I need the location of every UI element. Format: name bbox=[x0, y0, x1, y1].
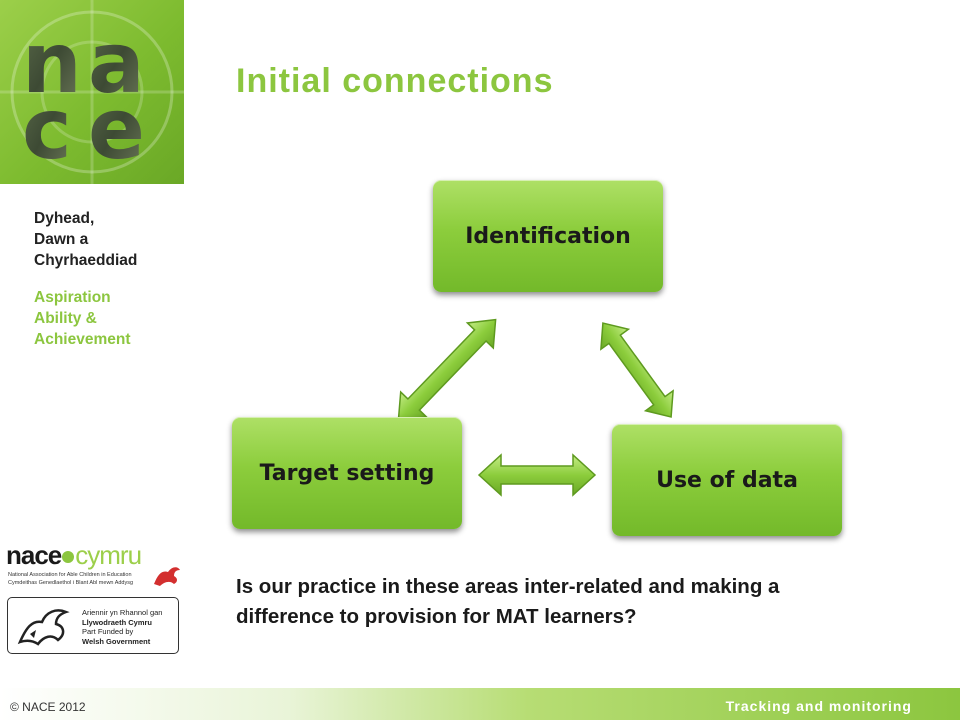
slide-title: Initial connections bbox=[236, 62, 554, 100]
copyright-text: © NACE 2012 bbox=[10, 700, 86, 714]
logo-letter-c: c bbox=[22, 80, 72, 178]
tagline-welsh-line: Chyrhaeddiad bbox=[34, 252, 138, 269]
footer-section-title: Tracking and monitoring bbox=[725, 698, 912, 714]
wg-line: Part Funded by bbox=[82, 627, 134, 636]
footer-bar: © NACE 2012 Tracking and monitoring bbox=[0, 688, 960, 720]
tagline-welsh-line: Dyhead, bbox=[34, 210, 95, 227]
node-target-setting: Target setting bbox=[232, 417, 462, 529]
welsh-dragon-icon bbox=[17, 609, 70, 646]
nace-cymru-wordmark: nace cymru bbox=[6, 540, 142, 571]
double-arrow-icon bbox=[600, 322, 674, 418]
wg-line: Ariennir yn Rhannol gan bbox=[82, 608, 163, 617]
dot-icon bbox=[62, 551, 75, 564]
welsh-government-logo: Ariennir yn Rhannol gan Llywodraeth Cymr… bbox=[7, 597, 179, 654]
welsh-government-text: Ariennir yn Rhannol gan Llywodraeth Cymr… bbox=[82, 608, 162, 646]
wg-line: Welsh Government bbox=[82, 636, 151, 646]
logo-letter-a: a bbox=[88, 14, 145, 112]
brand-nace: nace bbox=[6, 540, 62, 570]
node-use-of-data: Use of data bbox=[612, 424, 842, 536]
tagline-welsh: Dyhead, Dawn a Chyrhaeddiad bbox=[34, 208, 137, 271]
tagline-english-line: Achievement bbox=[34, 331, 131, 348]
question-text: Is our practice in these areas inter-rel… bbox=[236, 575, 780, 628]
logo-pattern-icon bbox=[0, 0, 184, 184]
logo-letter-e: e bbox=[88, 80, 145, 178]
brand-cymru: cymru bbox=[75, 540, 142, 570]
tagline-english: Aspiration Ability & Achievement bbox=[34, 287, 130, 350]
logo-letter-n: n bbox=[22, 14, 82, 112]
nace-cymru-subline: National Association for Able Children i… bbox=[8, 572, 132, 578]
tagline-english-line: Aspiration bbox=[34, 289, 111, 306]
tagline-english-line: Ability & bbox=[34, 310, 97, 327]
welsh-dragon-icon bbox=[154, 567, 180, 586]
nace-cymru-subline: Cymdeithas Genedlaethol i Blant Abl mewn… bbox=[8, 580, 134, 586]
nace-cymru-logo: nace cymru National Association for Able … bbox=[6, 540, 182, 592]
wg-line: Llywodraeth Cymru bbox=[82, 617, 153, 627]
double-arrow-icon bbox=[397, 318, 497, 422]
double-arrow-icon bbox=[477, 453, 597, 497]
tagline-welsh-line: Dawn a bbox=[34, 231, 89, 248]
nace-logo: n a c e bbox=[0, 0, 184, 184]
node-identification: Identification bbox=[433, 180, 663, 292]
